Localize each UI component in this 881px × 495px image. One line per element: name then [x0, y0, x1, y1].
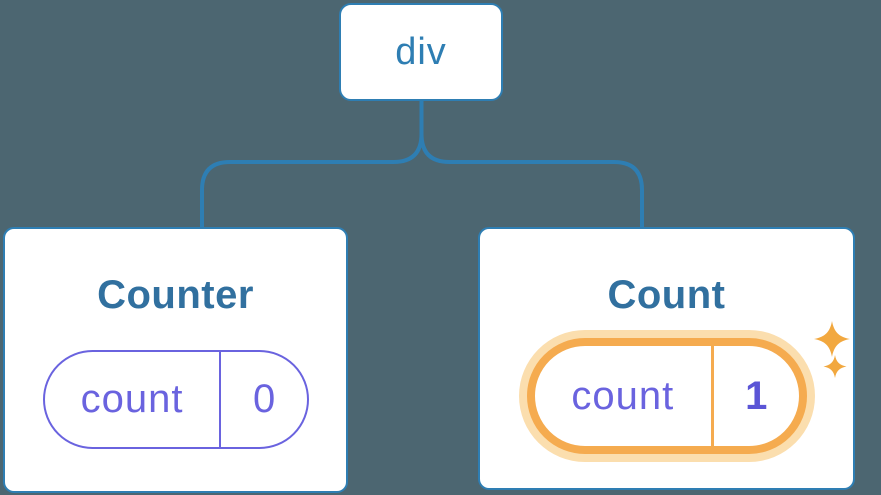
- pill-divider: [219, 352, 222, 447]
- connector-left-branch: [200, 101, 424, 228]
- card-title: Counter: [97, 273, 254, 317]
- state-pill: count 0: [43, 350, 309, 449]
- component-card-count: Count count 1: [478, 227, 855, 490]
- state-key: count: [80, 377, 184, 421]
- card-title: Count: [607, 273, 726, 317]
- connector-right-branch: [419, 101, 644, 228]
- sparkle-icon: [814, 321, 850, 357]
- state-value: 0: [252, 377, 276, 421]
- pill-divider: [710, 346, 714, 446]
- root-node-label: div: [395, 30, 447, 73]
- sparkle-icon-small: [823, 355, 847, 378]
- state-key: count: [571, 373, 675, 418]
- component-card-counter: Counter count 0: [3, 227, 348, 493]
- state-pill-highlighted: count 1: [527, 338, 807, 454]
- root-node-div: div: [339, 3, 503, 101]
- state-value: 1: [745, 373, 768, 418]
